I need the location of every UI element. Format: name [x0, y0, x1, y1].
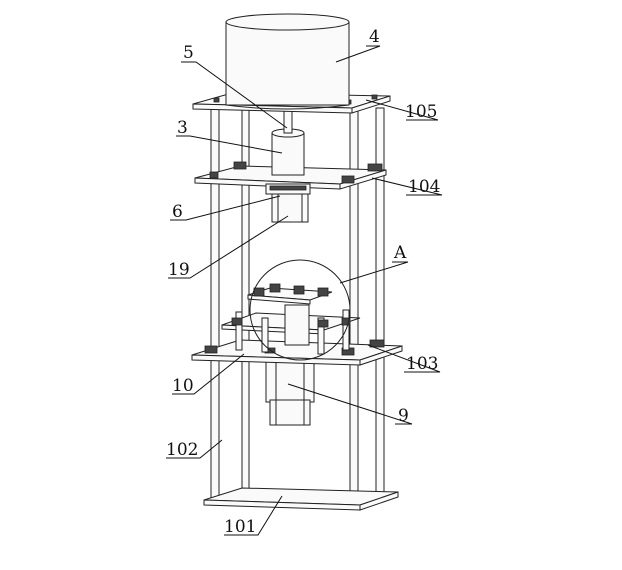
label-3: 3: [177, 118, 188, 138]
label-5: 5: [183, 43, 194, 63]
guide-sleeve: [271, 193, 309, 223]
label-105: 105: [405, 102, 437, 122]
fixture-assembly: [221, 283, 361, 355]
label-10: 10: [172, 376, 194, 396]
label-6: 6: [172, 202, 183, 222]
label-103: 103: [406, 354, 438, 374]
label-19: 19: [168, 260, 190, 280]
detail-circle-a: [249, 259, 351, 361]
coupling: [265, 183, 311, 195]
lower-cylinder: [265, 361, 315, 426]
label-102: 102: [166, 440, 198, 460]
part-labels: 4 5 105 3 104 6 A 19 103 10 9 102 101: [166, 27, 440, 537]
label-a: A: [393, 243, 407, 263]
label-9: 9: [398, 406, 409, 426]
label-104: 104: [408, 177, 440, 197]
label-4: 4: [369, 27, 380, 47]
label-101: 101: [224, 517, 256, 537]
drum-cylinder: [225, 13, 350, 110]
base-plate: [203, 487, 399, 511]
leader-lines: [166, 45, 443, 536]
